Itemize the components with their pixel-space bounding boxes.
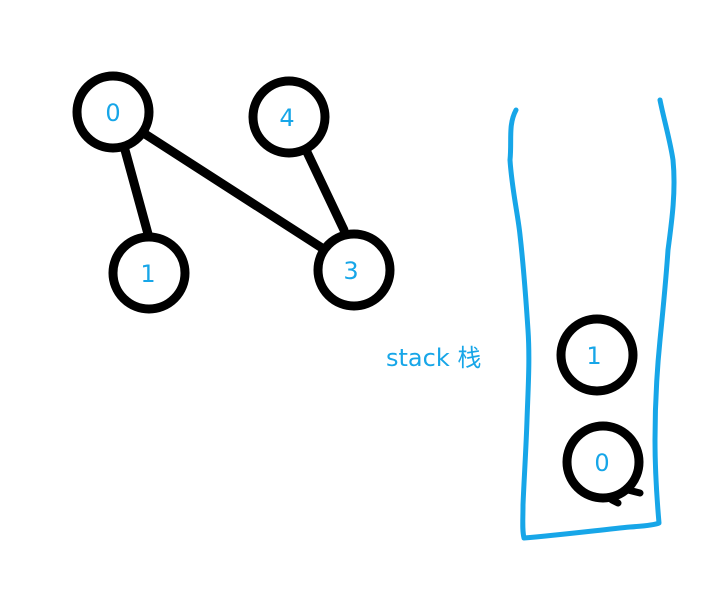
graph-node-1: 1 — [108, 232, 190, 314]
graph-node-4: 4 — [248, 76, 330, 158]
stack-label: stack 栈 — [386, 344, 482, 372]
stack-container — [507, 97, 677, 541]
graph-node-0-label: 0 — [105, 99, 120, 127]
stack-item-0-label: 0 — [594, 449, 609, 477]
stack-item-0: 0 — [562, 421, 644, 507]
graph-edges — [120, 129, 349, 253]
edge-4-3 — [301, 145, 349, 235]
graph-node-3-label: 3 — [343, 257, 358, 285]
edge-0-1 — [120, 145, 153, 239]
graph-nodes: 0 4 1 3 — [72, 71, 395, 314]
edge-0-3 — [140, 129, 327, 253]
graph-node-4-label: 4 — [279, 104, 294, 132]
stack-item-0-tail-mark — [608, 486, 644, 507]
stack-items: 1 0 — [556, 314, 644, 507]
graph-node-0: 0 — [72, 71, 154, 153]
graph-node-1-label: 1 — [140, 260, 155, 288]
stack-item-1-label: 1 — [586, 342, 601, 370]
stack-item-1: 1 — [556, 314, 638, 396]
graph-node-3: 3 — [313, 229, 395, 311]
